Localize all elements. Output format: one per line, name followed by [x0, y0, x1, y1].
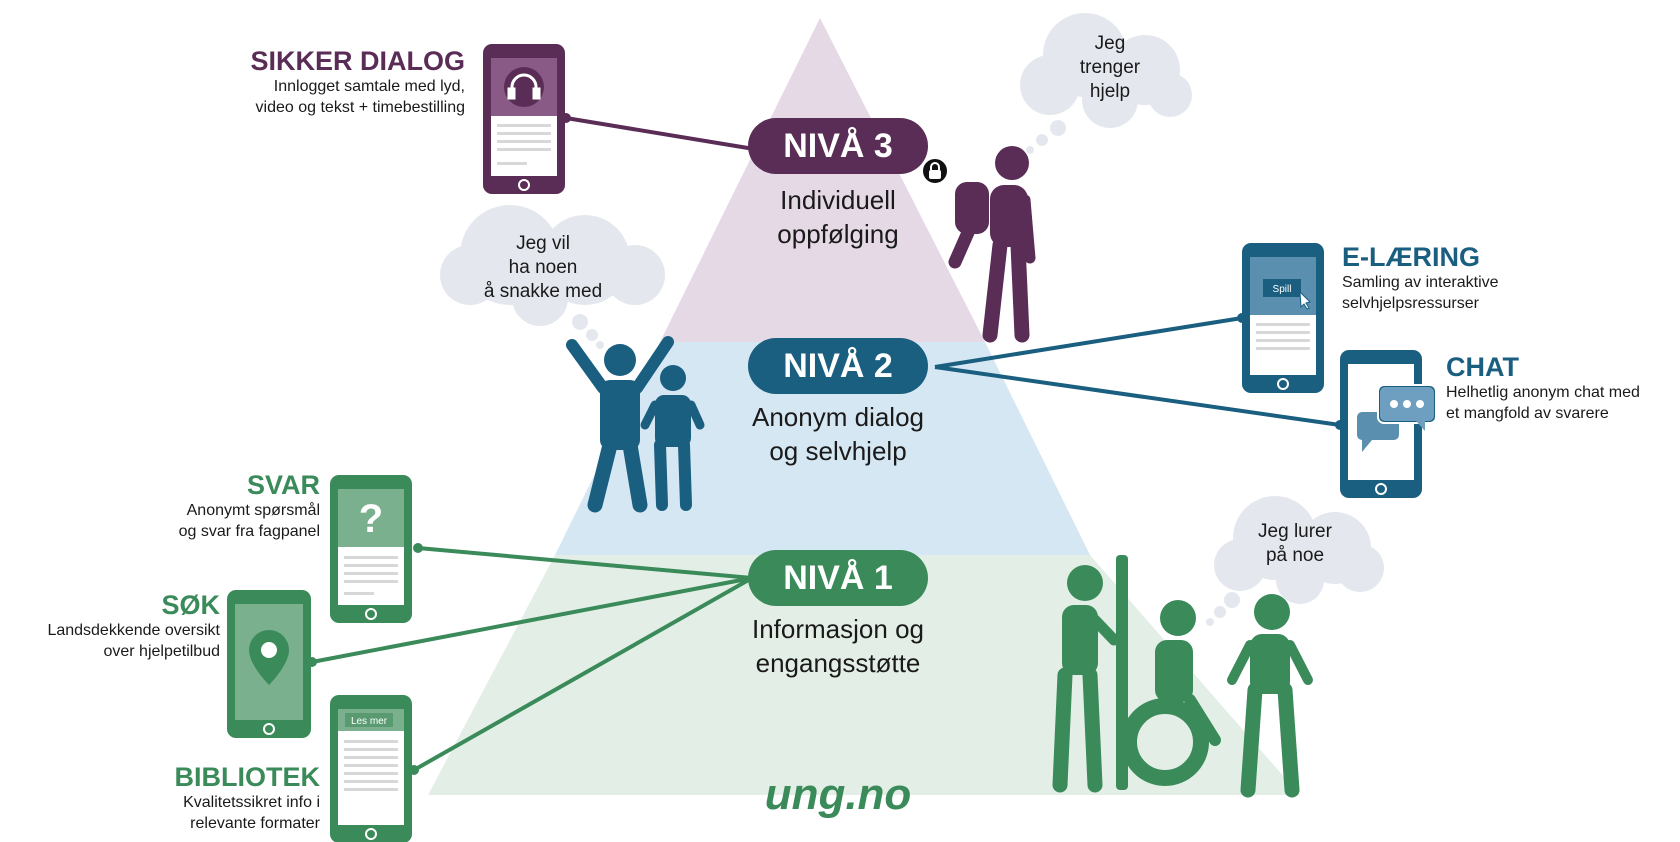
sikker-dialog-title: SIKKER DIALOG — [250, 46, 465, 76]
location-pin-icon — [249, 630, 289, 685]
service-sok: SØK Landsdekkende oversikt over hjelpeti… — [0, 590, 220, 662]
svar-desc-line2: og svar fra fagpanel — [178, 523, 320, 540]
sikker-dialog-desc-line1: Innlogget samtale med lyd, — [273, 78, 465, 95]
level1-badge: NIVÅ 1 — [748, 550, 928, 606]
cloud-middle-line3: å snakke med — [483, 281, 603, 302]
cloud-top — [1020, 13, 1192, 154]
chat-desc-line1: Helhetlig anonym chat med — [1446, 384, 1640, 401]
cursor-icon — [1299, 290, 1311, 310]
sok-desc-line2: over hjelpetilbud — [103, 643, 220, 660]
phone-sok — [227, 590, 311, 738]
service-chat: CHAT Helhetlig anonym chat med et mangfo… — [1446, 352, 1680, 424]
cloud-middle-line2: ha noen — [508, 257, 578, 278]
chat-bubbles-icon — [1357, 384, 1437, 452]
phone-bibliotek: Les mer — [330, 695, 412, 842]
cloud-bottom-text: Jeg lurer på noe — [1235, 520, 1355, 568]
level1-caption: Informasjon og engangsstøtte — [698, 612, 978, 680]
cloud-middle — [440, 205, 665, 349]
lock-icon — [920, 156, 950, 186]
level2-caption-line1: Anonym dialog — [752, 402, 924, 432]
e-laering-desc-line1: Samling av interaktive — [1342, 274, 1499, 291]
bibliotek-title: BIBLIOTEK — [174, 762, 321, 792]
svar-title: SVAR — [246, 470, 320, 500]
level2-caption: Anonym dialog og selvhjelp — [698, 400, 978, 468]
phone-svar: ? — [330, 475, 412, 623]
connector-lines — [311, 116, 1341, 772]
cloud-top-line3: hjelp — [1089, 81, 1131, 102]
sok-desc-line1: Landsdekkende oversikt — [47, 622, 220, 639]
service-svar: SVAR Anonymt spørsmål og svar fra fagpan… — [100, 470, 320, 542]
level3-badge: NIVÅ 3 — [748, 118, 928, 174]
level2-caption-line2: og selvhjelp — [769, 436, 907, 466]
bibliotek-desc-line1: Kvalitetssikret info i — [183, 794, 320, 811]
phone-chat — [1340, 350, 1437, 498]
e-laering-screen-button: Spill — [1273, 284, 1292, 295]
e-laering-title: E-LÆRING — [1342, 242, 1480, 272]
phone-e-laering: Spill — [1242, 243, 1324, 393]
cloud-middle-line1: Jeg vil — [516, 233, 570, 254]
cloud-bottom — [1206, 496, 1384, 626]
chat-desc-line2: et mangfold av svarere — [1446, 405, 1609, 422]
cloud-bottom-line2: på noe — [1265, 545, 1325, 566]
chat-title: CHAT — [1446, 352, 1519, 382]
cloud-top-line2: trenger — [1079, 57, 1141, 78]
level3-caption: Individuell oppfølging — [718, 183, 958, 251]
service-bibliotek: BIBLIOTEK Kvalitetssikret info i relevan… — [100, 762, 321, 834]
headphones-icon — [507, 73, 541, 100]
service-sikker-dialog: SIKKER DIALOG Innlogget samtale med lyd,… — [190, 46, 465, 118]
cloud-top-text: Jeg trenger hjelp — [1050, 32, 1170, 104]
level1-caption-line1: Informasjon og — [752, 614, 924, 644]
svar-desc-line1: Anonymt spørsmål — [186, 502, 320, 519]
person-backpack-figure — [948, 146, 1036, 343]
e-laering-desc-line2: selvhjelpsressurser — [1342, 295, 1479, 312]
bibliotek-screen-button: Les mer — [351, 716, 388, 727]
person-standing-figure — [640, 365, 705, 511]
sikker-dialog-desc-line2: video og tekst + timebestilling — [255, 99, 465, 116]
level2-badge: NIVÅ 2 — [748, 338, 928, 394]
sok-title: SØK — [161, 590, 220, 620]
people-group-figures — [1052, 555, 1313, 798]
pyramid-level3-band — [660, 18, 985, 342]
cloud-middle-text: Jeg vil ha noen å snakke med — [458, 232, 628, 304]
level3-caption-line2: oppfølging — [777, 219, 899, 249]
brand-logo: ung.no — [764, 770, 912, 819]
question-icon: ? — [359, 497, 383, 541]
service-e-laering: E-LÆRING Samling av interaktive selvhjel… — [1342, 242, 1572, 314]
cloud-bottom-line1: Jeg lurer — [1258, 521, 1332, 542]
person-cheering-figure — [566, 336, 674, 513]
level3-caption-line1: Individuell — [780, 185, 896, 215]
phone-sikker-dialog — [483, 44, 565, 194]
bibliotek-desc-line2: relevante formater — [190, 815, 320, 832]
cloud-top-line1: Jeg — [1094, 33, 1126, 54]
level1-caption-line2: engangsstøtte — [755, 648, 921, 678]
